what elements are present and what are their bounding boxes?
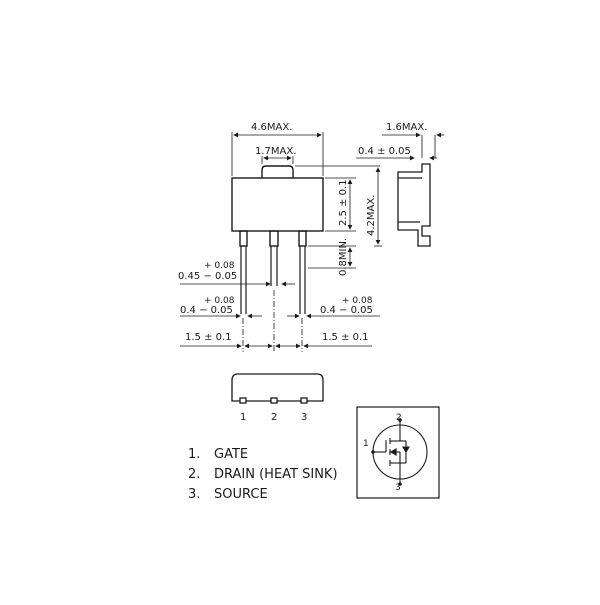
bottom-pad-2 <box>270 397 278 404</box>
dim-pitch-right: 1.5 ± 0.1 <box>322 332 369 343</box>
dim-overall-height: 4.2MAX. <box>366 195 377 236</box>
legend-label-source: SOURCE <box>214 487 268 502</box>
pin-legend: 1. GATE 2. DRAIN (HEAT SINK) 3. SOURCE <box>188 447 338 502</box>
lead-stub-3 <box>298 230 307 247</box>
bottom-pad-1 <box>239 397 247 404</box>
side-profile <box>397 163 431 247</box>
gate-node <box>371 450 375 454</box>
legend-num-1: 1. <box>188 447 200 462</box>
symbol-pin-source: 3 <box>395 483 401 493</box>
legend-label-gate: GATE <box>214 447 248 462</box>
side-view <box>397 163 431 247</box>
dim-center-lead-plus: + 0.08 <box>204 261 235 271</box>
dim-lead-length: 0.8MIN. <box>338 238 349 276</box>
heat-sink-tab <box>261 165 294 178</box>
package-body <box>231 177 324 232</box>
bottom-pad-3 <box>300 397 308 404</box>
pin-number-1: 1 <box>240 412 246 423</box>
legend-num-2: 2. <box>188 467 200 482</box>
mosfet-symbol <box>373 420 410 484</box>
dim-right-lead-plus: + 0.08 <box>342 296 373 306</box>
lead-stub-1 <box>239 230 248 247</box>
symbol-frame <box>356 406 440 499</box>
dim-right-lead: 0.4 − 0.05 <box>320 305 373 316</box>
dim-side-thickness: 1.6MAX. <box>386 122 427 133</box>
dim-left-lead: 0.4 − 0.05 <box>180 305 233 316</box>
dim-tab-thickness: 0.4 ± 0.05 <box>358 146 411 157</box>
bottom-view <box>231 373 324 404</box>
pin-number-3: 3 <box>301 412 307 423</box>
dim-body-height: 2.5 ± 0.1 <box>338 179 349 226</box>
symbol-pin-drain: 2 <box>396 413 402 423</box>
dim-tab-width: 1.7MAX. <box>255 146 296 157</box>
front-view <box>231 165 324 314</box>
legend-num-3: 3. <box>188 487 200 502</box>
dim-left-lead-plus: + 0.08 <box>204 296 235 306</box>
dim-center-lead: 0.45 − 0.05 <box>178 271 237 282</box>
mosfet-symbol-box: 1 2 3 <box>356 406 440 499</box>
dimension-arrows <box>180 132 444 349</box>
source-node <box>398 482 402 486</box>
drain-node <box>398 418 402 422</box>
bottom-outline <box>231 373 324 402</box>
legend-label-drain: DRAIN (HEAT SINK) <box>214 467 338 482</box>
dim-pitch-left: 1.5 ± 0.1 <box>185 332 232 343</box>
leads <box>240 246 306 314</box>
pin-number-2: 2 <box>271 412 277 423</box>
lead-stub-2 <box>269 230 279 247</box>
dim-total-width: 4.6MAX. <box>251 122 292 133</box>
symbol-pin-gate: 1 <box>363 439 369 449</box>
extension-lines <box>231 132 382 352</box>
